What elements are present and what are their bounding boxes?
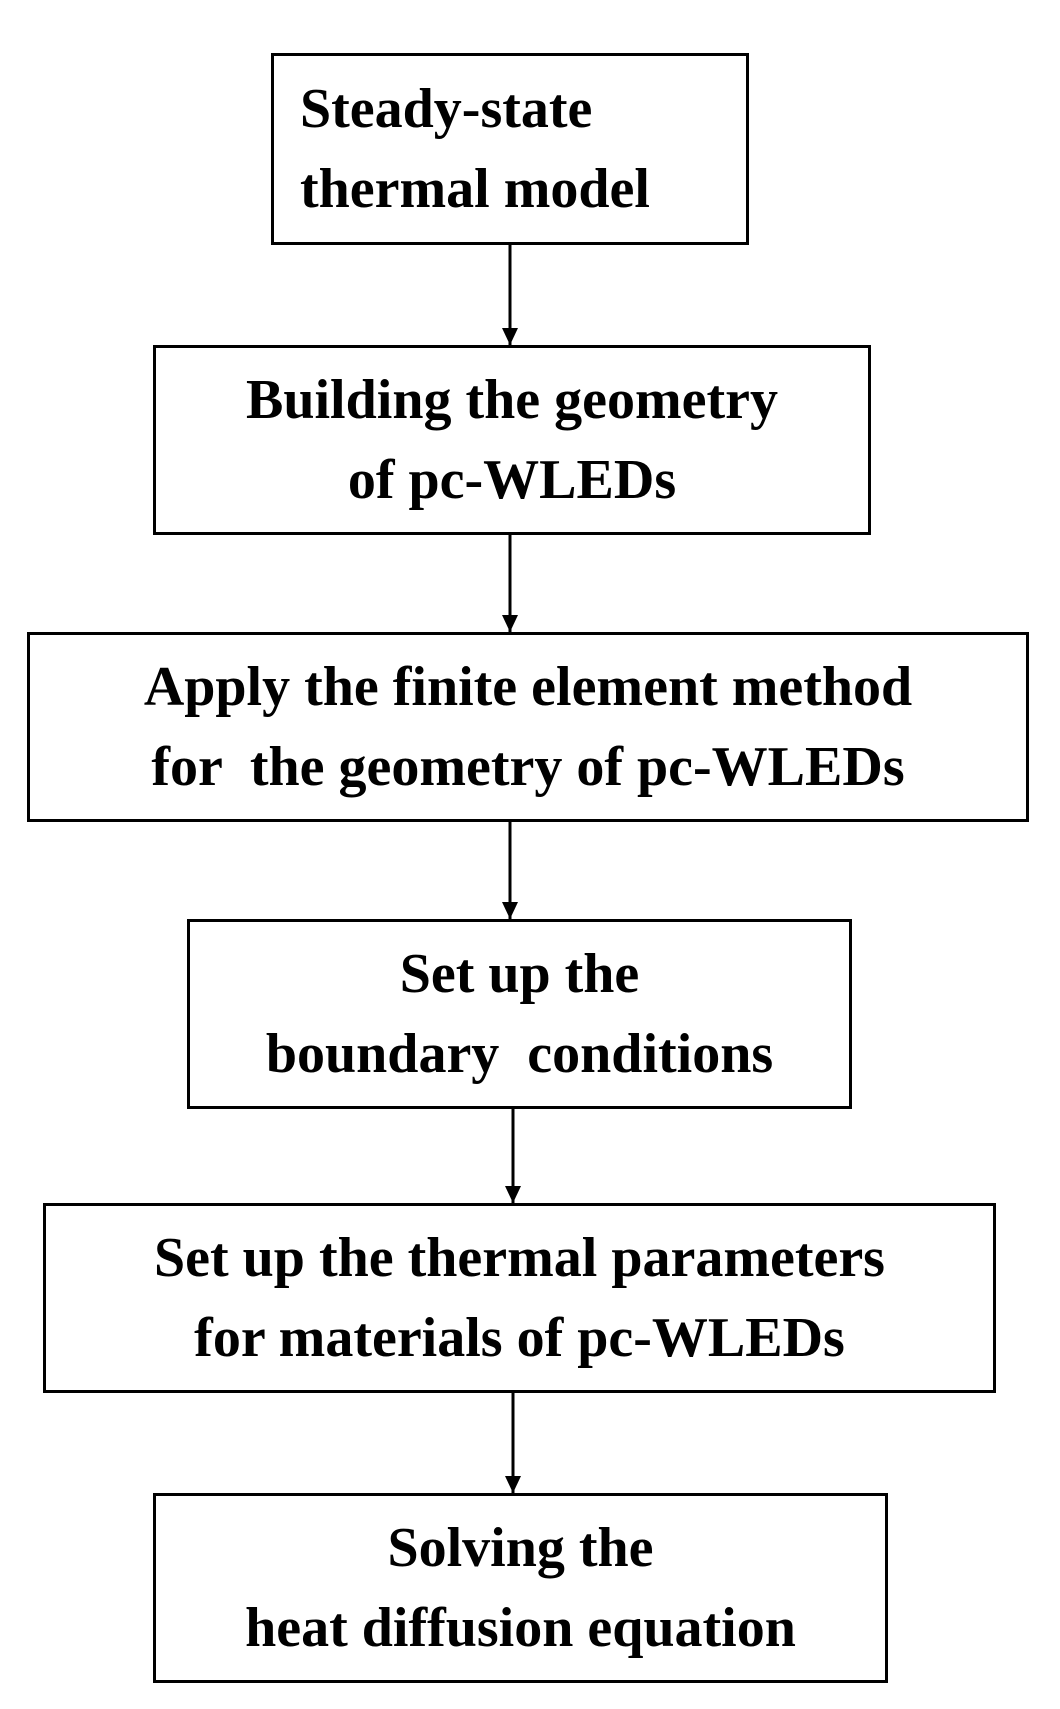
step-6-line-1: Solving the (387, 1517, 654, 1579)
step-6-line-2: heat diffusion equation (245, 1597, 796, 1659)
arrowhead-2-to-3 (502, 615, 518, 632)
step-set-up-thermal-parameters: Set up the thermal parameters for materi… (43, 1203, 996, 1393)
step-building-geometry: Building the geometry of pc-WLEDs (153, 345, 871, 535)
arrowhead-5-to-6 (505, 1476, 521, 1493)
step-3-line-2: for the geometry of pc-WLEDs (151, 736, 905, 798)
step-1-line-1: Steady-state (300, 78, 593, 140)
step-apply-finite-element-method: Apply the finite element method for the … (27, 632, 1029, 822)
step-1-line-2: thermal model (300, 158, 650, 220)
step-2-line-1: Building the geometry (246, 369, 778, 431)
step-2-line-2: of pc-WLEDs (347, 449, 677, 511)
step-4-line-2: boundary conditions (265, 1023, 774, 1085)
step-4-line-1: Set up the (399, 943, 640, 1005)
step-5-line-1: Set up the thermal parameters (154, 1227, 885, 1289)
arrowhead-3-to-4 (502, 902, 518, 919)
step-set-up-boundary-conditions: Set up the boundary conditions (187, 919, 852, 1109)
arrowhead-1-to-2 (502, 328, 518, 345)
arrowhead-4-to-5 (505, 1186, 521, 1203)
step-solving-heat-diffusion-equation: Solving the heat diffusion equation (153, 1493, 888, 1683)
step-steady-state-thermal-model: Steady-state thermal model (271, 53, 749, 245)
step-3-line-1: Apply the finite element method (143, 656, 913, 718)
step-5-line-2: for materials of pc-WLEDs (194, 1307, 845, 1369)
